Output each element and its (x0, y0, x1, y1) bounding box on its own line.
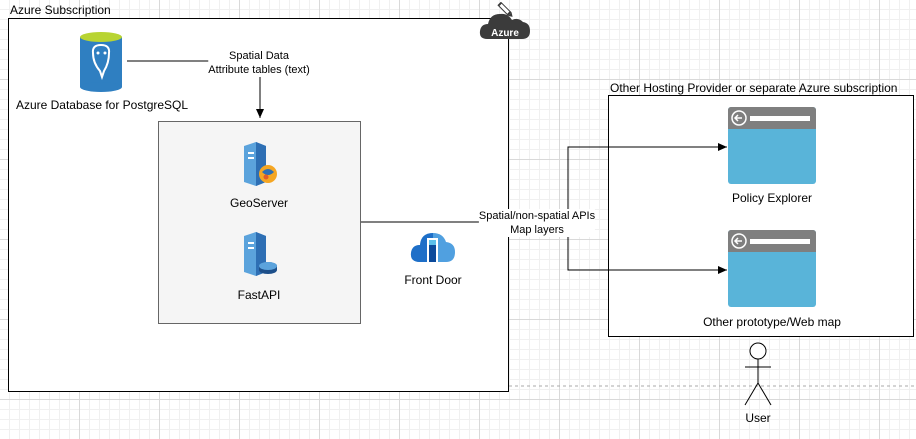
web-map-app-icon[interactable] (728, 230, 816, 307)
db-edge-label-line2: Attribute tables (text) (208, 64, 310, 76)
user-label: User (745, 411, 771, 425)
azure-badge-text: Azure (491, 28, 519, 39)
front-door-icon (410, 228, 456, 264)
fastapi-server-icon (240, 232, 278, 276)
front-door-label: Front Door (404, 273, 462, 287)
geoserver-label: GeoServer (229, 196, 289, 210)
geoserver-icon (240, 142, 278, 186)
postgresql-database-icon (78, 31, 124, 93)
fastapi-label: FastAPI (237, 288, 281, 302)
azure-subscription-title: Azure Subscription (10, 3, 111, 17)
policy-explorer-label: Policy Explorer (731, 191, 813, 205)
user-actor-icon (742, 341, 774, 407)
group-to-policy-explorer-edge (361, 143, 727, 223)
api-edge-label-line2: Map layers (510, 224, 564, 236)
api-edge-label-line1: Spatial/non-spatial APIs (478, 210, 596, 222)
database-label: Azure Database for PostgreSQL (15, 98, 189, 112)
policy-explorer-app-icon[interactable] (728, 107, 816, 184)
azure-cloud-pencil-icon: Azure (478, 1, 534, 42)
db-edge-label: Spatial Data Attribute tables (text) (208, 49, 310, 77)
api-edge-label: Spatial/non-spatial APIs Map layers (478, 209, 596, 237)
web-map-label: Other prototype/Web map (703, 315, 841, 329)
other-hosting-title: Other Hosting Provider or separate Azure… (610, 81, 898, 95)
group-to-webmap-edge (567, 222, 727, 274)
db-edge-label-line1: Spatial Data (229, 50, 289, 62)
